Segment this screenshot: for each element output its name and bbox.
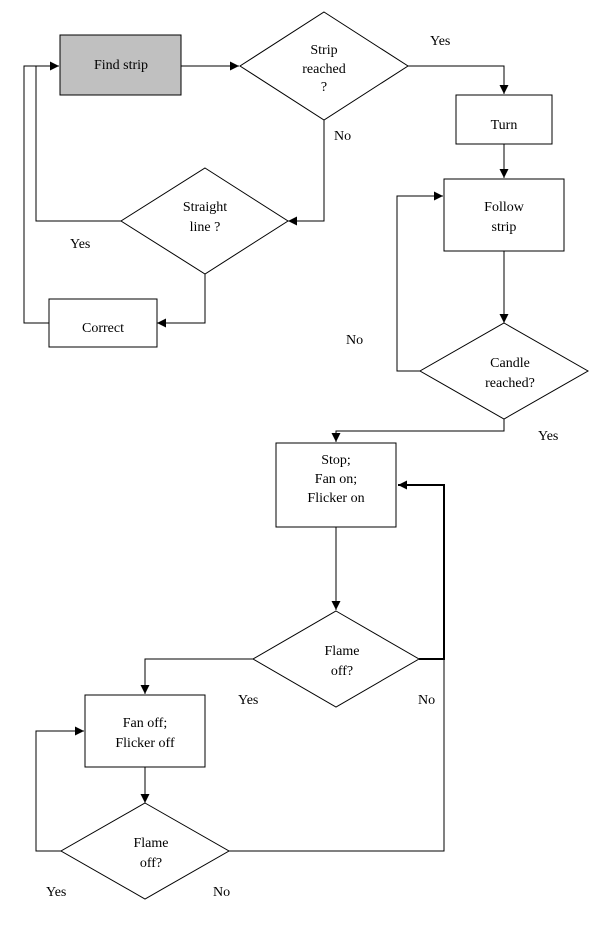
connector-straight-yes-to-find: [35, 61, 121, 222]
fan-off-flicker-off-label-line2: Flicker off: [115, 736, 175, 751]
connector-candle-no-to-follow: [396, 191, 443, 372]
node-follow-strip: Follow strip: [443, 178, 565, 252]
flame-off-2-diamond: [59, 802, 231, 900]
edge-label-straight-line-yes: Yes: [70, 237, 90, 252]
connector-correct-to-find: [23, 65, 49, 324]
turn-label: Turn: [491, 118, 518, 133]
stop-fan-flicker-box: [275, 442, 397, 528]
flame-off-1-label-line2: off?: [331, 664, 353, 679]
connectors: [23, 61, 509, 852]
edge-labels: Yes No Yes No Yes Yes No Yes No: [46, 34, 558, 900]
node-stop-fan-flicker: Stop; Fan on; Flicker on: [275, 442, 397, 528]
flame-off-1-diamond: [252, 610, 420, 708]
node-find-strip: Find strip: [59, 34, 182, 96]
node-flame-off-1: Flame off?: [252, 610, 420, 708]
stop-fan-flicker-label-line1: Stop;: [321, 453, 351, 468]
connector-strip-reached-no-to-straight: [288, 120, 325, 226]
follow-strip-label-line2: strip: [492, 220, 517, 235]
connector-candle-yes-to-stop: [331, 419, 505, 442]
edge-label-strip-reached-yes: Yes: [430, 34, 450, 49]
node-correct: Correct: [48, 298, 158, 348]
node-fan-off-flicker-off: Fan off; Flicker off: [84, 694, 206, 768]
edge-label-strip-reached-no: No: [334, 129, 351, 144]
node-straight-line: Straight line ?: [120, 167, 289, 275]
follow-strip-box: [443, 178, 565, 252]
connector-flame1-yes-to-fanoff: [140, 658, 253, 694]
node-turn: Turn: [455, 94, 553, 145]
flame-off-2-label-line1: Flame: [134, 836, 169, 851]
candle-reached-diamond: [418, 322, 590, 420]
candle-reached-label-line1: Candle: [490, 356, 530, 371]
connector-strip-reached-yes-to-turn: [408, 65, 509, 94]
strip-reached-diamond: [239, 11, 409, 121]
candle-reached-label-line2: reached?: [485, 376, 535, 391]
find-strip-box: [59, 34, 182, 96]
node-flame-off-2: Flame off?: [59, 802, 231, 900]
strip-reached-label-line1: Strip: [310, 43, 337, 58]
edge-label-flame-off-1-yes: Yes: [238, 693, 258, 708]
edge-label-flame-off-2-yes: Yes: [46, 885, 66, 900]
correct-box: [48, 298, 158, 348]
connector-flame1-no-to-stop: [398, 480, 445, 660]
connector-flame2-yes-to-fanoff: [35, 726, 84, 852]
correct-label: Correct: [82, 321, 124, 336]
strip-reached-label-line2: reached: [302, 62, 346, 77]
turn-box: [455, 94, 553, 145]
fan-off-flicker-off-box: [84, 694, 206, 768]
node-strip-reached: Strip reached ?: [239, 11, 409, 121]
follow-strip-label-line1: Follow: [484, 200, 525, 215]
connector-flame2-no-to-stop: [229, 659, 445, 852]
connector-straight-no-to-correct: [157, 274, 206, 328]
straight-line-diamond: [120, 167, 289, 275]
edge-label-flame-off-1-no: No: [418, 693, 435, 708]
fan-off-flicker-off-label-line1: Fan off;: [123, 716, 167, 731]
edge-label-candle-reached-yes: Yes: [538, 429, 558, 444]
stop-fan-flicker-label-line3: Flicker on: [307, 491, 364, 506]
node-candle-reached: Candle reached?: [418, 322, 590, 420]
straight-line-label-line2: line ?: [190, 220, 221, 235]
flame-off-2-label-line2: off?: [140, 856, 162, 871]
edge-label-candle-reached-no: No: [346, 333, 363, 348]
edge-label-flame-off-2-no: No: [213, 885, 230, 900]
strip-reached-label-line3: ?: [321, 80, 327, 95]
find-strip-label: Find strip: [94, 58, 148, 73]
straight-line-label-line1: Straight: [183, 200, 227, 215]
stop-fan-flicker-label-line2: Fan on;: [315, 472, 357, 487]
flame-off-1-label-line1: Flame: [325, 644, 360, 659]
